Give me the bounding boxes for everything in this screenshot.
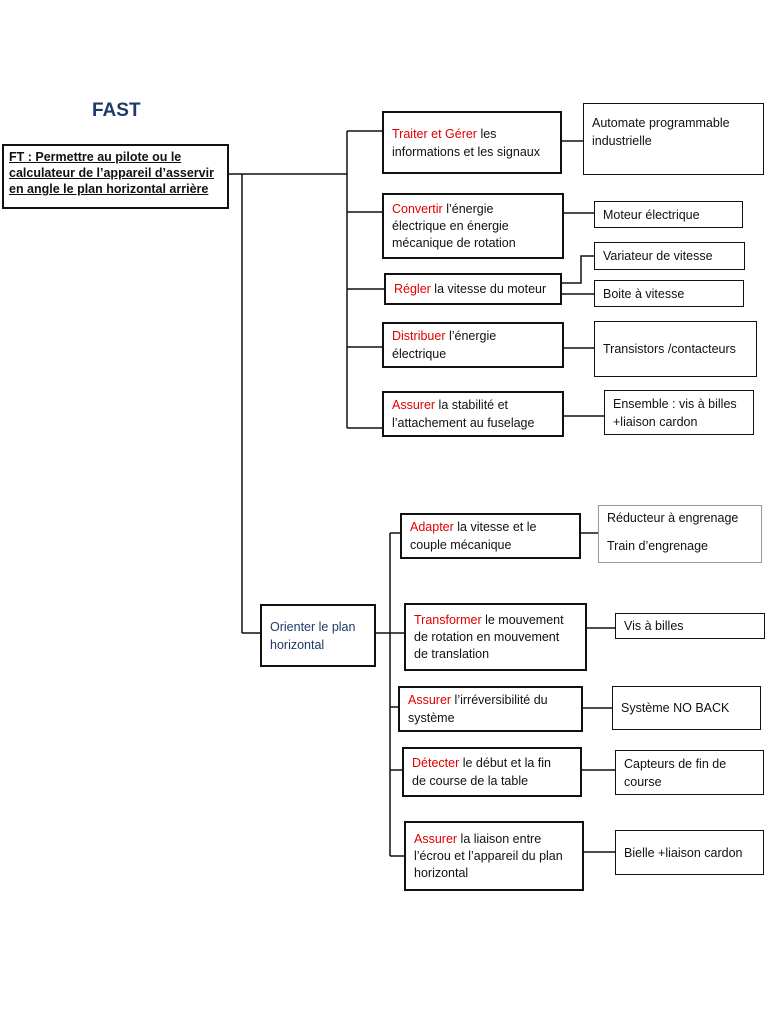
function-text: la liaison entre l’écrou et l’appareil d…: [414, 831, 563, 880]
function-keyword: Assurer: [414, 831, 458, 846]
solution-box: Réducteur à engrenage Train d’engrenage: [598, 505, 762, 563]
solution-box: Ensemble : vis à billes +liaison cardon: [604, 390, 754, 435]
function-box: Convertir l’énergie électrique en énergi…: [382, 193, 564, 259]
function-keyword: Transformer: [414, 612, 482, 627]
function-text: la vitesse du moteur: [430, 282, 547, 296]
solution-box: Vis à billes: [615, 613, 765, 639]
function-box: Assurer la liaison entre l’écrou et l’ap…: [404, 821, 584, 891]
main-function-box: FT : Permettre au pilote ou le calculate…: [2, 144, 229, 209]
solution-text: Réducteur à engrenage Train d’engrenage: [607, 511, 739, 553]
function-text: l’irréversibilité du système: [408, 693, 548, 725]
solution-box: Automate programmable industrielle: [583, 103, 764, 175]
function-text: les informations et les signaux: [392, 126, 540, 159]
solution-text: Ensemble : vis à billes +liaison cardon: [613, 396, 737, 429]
solution-box: Capteurs de fin de course: [615, 750, 764, 795]
function-text: la stabilité et l’attachement au fuselag…: [392, 398, 535, 430]
function-keyword: Assurer: [392, 398, 436, 412]
function-text: la vitesse et le couple mécanique: [410, 520, 537, 552]
solution-box: Moteur électrique: [594, 201, 743, 228]
solution-box: Boite à vitesse: [594, 280, 744, 307]
function-keyword: Assurer: [408, 693, 452, 707]
function-keyword: Convertir: [392, 201, 443, 216]
solution-box: Transistors /contacteurs: [594, 321, 757, 377]
solution-text: Transistors /contacteurs: [603, 342, 736, 356]
function-box: Assurer la stabilité et l’attachement au…: [382, 391, 564, 437]
function-box: Distribuer l’énergie électrique: [382, 322, 564, 368]
main-function-text: FT : Permettre au pilote ou le calculate…: [9, 150, 214, 196]
diagram-title: FAST: [92, 100, 141, 121]
connector-line: [561, 255, 594, 284]
function-keyword: Détecter: [412, 756, 460, 770]
orienter-function-text: Orienter le plan horizontal: [270, 619, 356, 652]
function-keyword: Régler: [394, 282, 431, 296]
function-box: Adapter la vitesse et le couple mécaniqu…: [400, 513, 581, 559]
function-text: le mouvement de rotation en mouvement de…: [414, 612, 564, 661]
function-box: Traiter et Gérer les informations et les…: [382, 111, 562, 174]
solution-text: Bielle +liaison cardon: [624, 845, 743, 860]
function-box: Détecter le début et la fin de course de…: [402, 747, 582, 797]
solution-text: Boite à vitesse: [603, 286, 685, 301]
function-keyword: Adapter: [410, 520, 454, 534]
solution-text: Moteur électrique: [603, 207, 700, 222]
function-box: Assurer l’irréversibilité du système: [398, 686, 583, 732]
solution-text: Capteurs de fin de course: [624, 756, 727, 789]
solution-text: Automate programmable industrielle: [592, 116, 730, 148]
function-keyword: Distribuer: [392, 329, 446, 343]
solution-text: Variateur de vitesse: [603, 249, 713, 263]
function-text: l’énergie électrique en énergie mécaniqu…: [392, 201, 516, 250]
function-box: Transformer le mouvement de rotation en …: [404, 603, 587, 671]
solution-box: Bielle +liaison cardon: [615, 830, 764, 875]
orienter-function-box: Orienter le plan horizontal: [260, 604, 376, 667]
function-box: Régler la vitesse du moteur: [384, 273, 562, 305]
function-text: l’énergie électrique: [392, 329, 497, 361]
solution-box: Système NO BACK: [612, 686, 761, 730]
solution-text: Système NO BACK: [621, 701, 730, 715]
solution-box: Variateur de vitesse: [594, 242, 745, 270]
function-keyword: Traiter et Gérer: [392, 126, 477, 141]
function-text: le début et la fin de course de la table: [412, 756, 551, 788]
solution-text: Vis à billes: [624, 619, 684, 633]
